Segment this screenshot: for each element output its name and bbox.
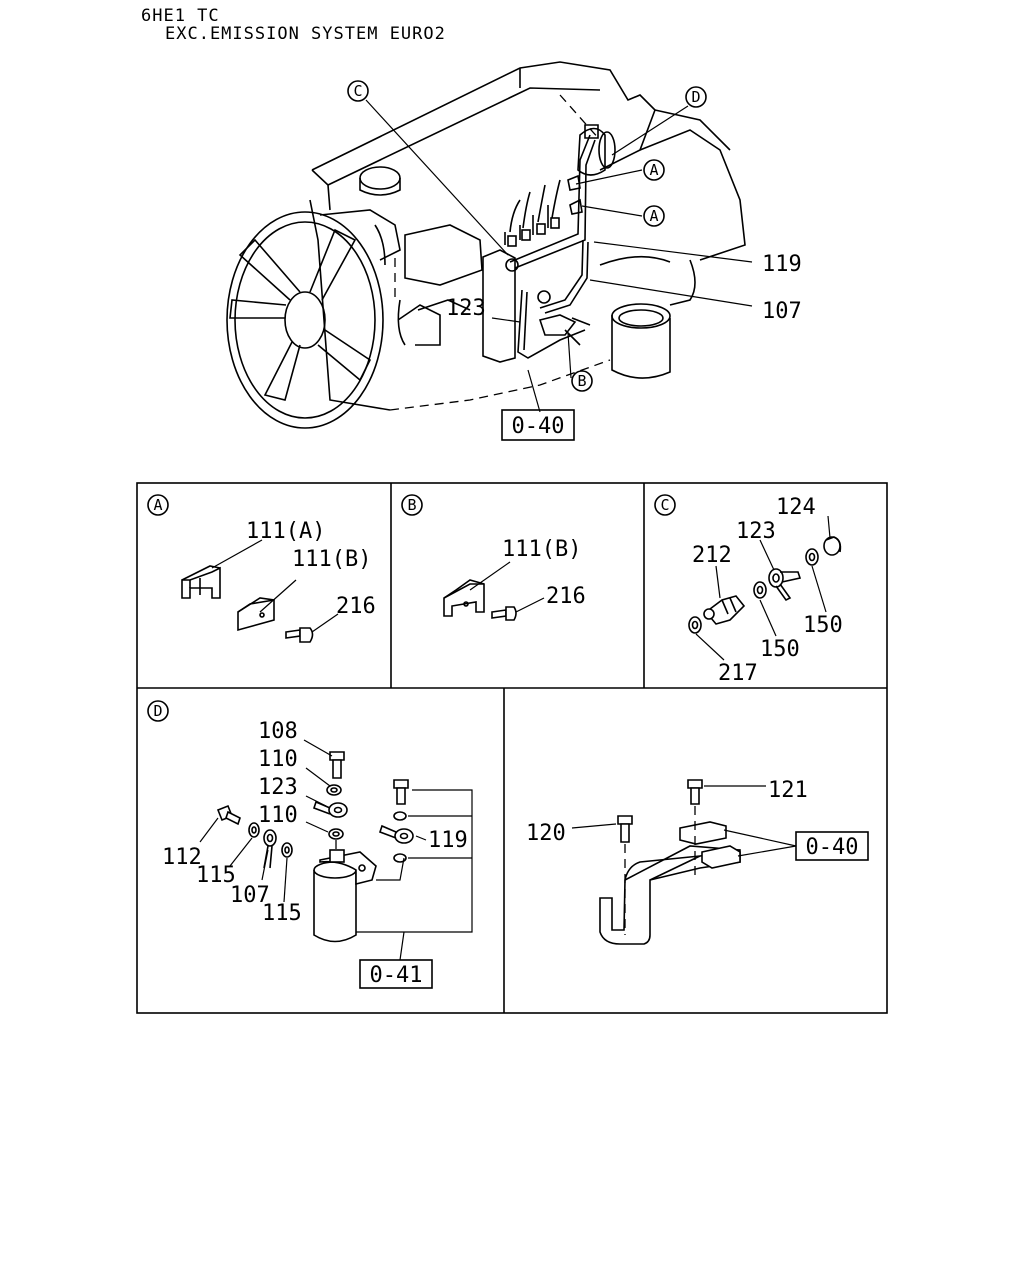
panel-a: A 111(A) 111(B) 216 — [147, 494, 376, 643]
panel-b-tag: B — [407, 496, 416, 514]
callout-b-letter: B — [577, 372, 586, 390]
part-111b-label-b: 111(B) — [502, 537, 581, 562]
part-115-label-right: 115 — [262, 901, 302, 926]
part-124-label: 124 — [776, 495, 816, 520]
detail-panel-grid — [136, 482, 888, 1014]
panel-e: 121 120 0-40 — [526, 778, 869, 945]
part-110-label-bottom: 110 — [258, 803, 298, 828]
ref-box-main — [501, 409, 575, 441]
part-217-label: 217 — [718, 661, 758, 686]
engine-illustration — [226, 61, 753, 429]
panel-c: C 124 123 212 150 150 217 — [654, 494, 843, 686]
part-111a-label: 111(A) — [246, 519, 325, 544]
part-216-label-b: 216 — [546, 584, 586, 609]
ref-box-d — [359, 959, 433, 989]
panel-d-tag: D — [153, 702, 162, 720]
part-108-label: 108 — [258, 719, 298, 744]
part-111b-label: 111(B) — [292, 547, 371, 572]
part-212-label: 212 — [692, 543, 732, 568]
ref-0-41[interactable]: 0-41 — [370, 963, 423, 988]
ref-box-e — [795, 831, 869, 861]
part-107-label-d: 107 — [230, 883, 270, 908]
part-119-label-d: 119 — [428, 828, 468, 853]
panel-d: D — [147, 700, 473, 989]
part-112-label: 112 — [162, 845, 202, 870]
part-150-label-left: 150 — [760, 637, 800, 662]
callout-b-main — [571, 370, 593, 392]
model-title: 6HE1 TC — [141, 6, 220, 26]
part-123-label: 123 — [446, 296, 486, 321]
callout-a-main-1 — [643, 159, 665, 181]
ref-0-40-bracket[interactable]: 0-40 — [806, 835, 859, 860]
panel-a-tag: A — [153, 496, 162, 514]
part-110-label-top: 110 — [258, 747, 298, 772]
callout-c-main — [347, 80, 369, 102]
part-216-label: 216 — [336, 594, 376, 619]
part-150-label-right: 150 — [803, 613, 843, 638]
part-121-label: 121 — [768, 778, 808, 803]
part-120-label: 120 — [526, 821, 566, 846]
part-115-label-left: 115 — [196, 863, 236, 888]
callout-d-main — [685, 86, 707, 108]
callout-a1-letter: A — [649, 161, 658, 179]
system-subtitle: EXC.EMISSION SYSTEM EURO2 — [165, 24, 446, 44]
callout-d-letter: D — [691, 88, 700, 106]
part-107-label: 107 — [762, 299, 802, 324]
callout-a-main-2 — [643, 205, 665, 227]
part-123-label-c: 123 — [736, 519, 776, 544]
callout-a2-letter: A — [649, 207, 658, 225]
panel-b: B 111(B) 216 — [401, 494, 586, 621]
part-123-label-d: 123 — [258, 775, 298, 800]
callout-c-letter: C — [353, 82, 362, 100]
ref-0-40-main[interactable]: 0-40 — [512, 414, 565, 439]
panel-c-tag: C — [660, 496, 669, 514]
part-119-label: 119 — [762, 252, 802, 277]
